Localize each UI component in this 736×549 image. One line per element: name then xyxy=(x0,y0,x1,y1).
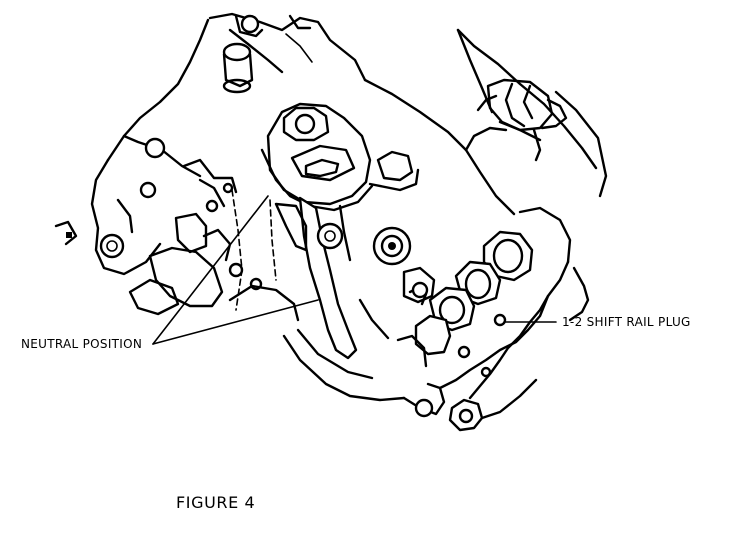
shift-rail-bank xyxy=(396,206,590,432)
breather-plug xyxy=(464,78,568,162)
neutral-position-dashed-lines xyxy=(231,189,277,311)
shift-rail-plug-label: 1-2 SHIFT RAIL PLUG xyxy=(562,315,691,329)
lower-case xyxy=(282,266,446,418)
upper-bolts xyxy=(222,14,312,94)
leader-line-neutral-upper xyxy=(152,195,269,345)
neutral-position-label: NEUTRAL POSITION xyxy=(21,337,143,351)
left-components xyxy=(54,158,300,322)
figure-caption: FIGURE 4 xyxy=(176,493,256,512)
leader-line-neutral-lower xyxy=(152,299,319,345)
transmission-case xyxy=(90,12,608,276)
leader-lines xyxy=(152,195,557,345)
shift-lever-assembly xyxy=(260,102,420,360)
